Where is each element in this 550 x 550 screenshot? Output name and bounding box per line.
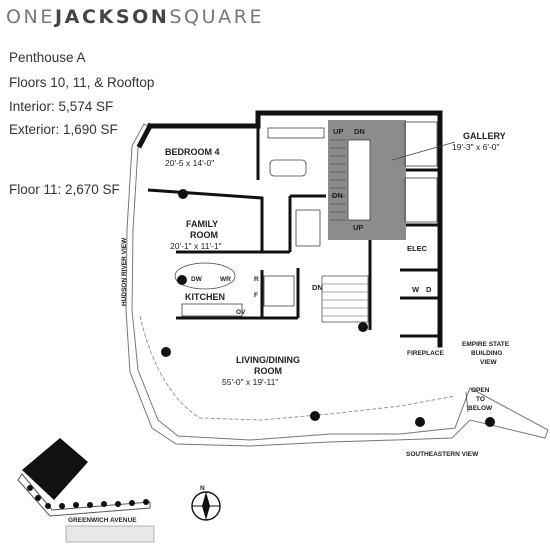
hudson-river-view-label: HUDSON RIVER VIEW bbox=[121, 237, 128, 306]
elec-label: ELEC bbox=[407, 244, 428, 253]
brand-part-square: SQUARE bbox=[169, 6, 265, 28]
vanity bbox=[267, 127, 325, 139]
open-to-below-label-3: BELOW bbox=[468, 405, 493, 412]
refrigerator-label: R bbox=[254, 276, 259, 283]
living-room-label-2: ROOM bbox=[254, 366, 282, 376]
open-to-below-label-1: OPEN bbox=[471, 387, 490, 394]
terrace-outline bbox=[125, 123, 549, 447]
column bbox=[358, 322, 368, 332]
stair-treads bbox=[330, 139, 346, 221]
bathtub bbox=[269, 159, 307, 177]
family-room-label-2: ROOM bbox=[190, 230, 218, 240]
stair-down-label: DN bbox=[354, 127, 365, 136]
kitchen-label: KITCHEN bbox=[185, 292, 225, 302]
brand-wordmark: ONEJACKSONSQUARE bbox=[6, 6, 264, 28]
unit-floors: Floors 10, 11, & Rooftop bbox=[9, 75, 155, 90]
bedroom-label: BEDROOM 4 bbox=[165, 147, 220, 157]
living-room-dims: 55'-0" x 19'-11" bbox=[222, 377, 278, 387]
open-to-below-label-2: TO bbox=[476, 396, 485, 403]
empire-view-label-3: VIEW bbox=[480, 359, 497, 366]
unit-exterior: Exterior: 1,690 SF bbox=[9, 122, 118, 137]
dishwasher-label: DW bbox=[191, 276, 203, 283]
gallery-panel-bottom bbox=[404, 177, 438, 223]
exterior-walls bbox=[136, 110, 443, 348]
gallery-leader bbox=[391, 141, 456, 161]
street-label: GREENWICH AVENUE bbox=[68, 517, 137, 524]
gallery-dims: 19'-3" x 6'-0" bbox=[452, 142, 500, 152]
dryer-label: D bbox=[426, 285, 432, 294]
unit-name: Penthouse A bbox=[9, 50, 86, 65]
living-stair bbox=[321, 275, 369, 323]
column bbox=[178, 189, 188, 199]
oven-label: OV bbox=[236, 309, 246, 316]
brand-part-jackson: JACKSON bbox=[54, 6, 170, 28]
kitchen-counter bbox=[181, 303, 243, 317]
north-label: N bbox=[200, 485, 205, 492]
fridge-unit bbox=[263, 275, 295, 307]
brand-part-one: ONE bbox=[6, 6, 55, 28]
stair-down-label-2: DN bbox=[332, 191, 343, 200]
kitchen-island bbox=[174, 262, 236, 290]
unit-interior: Interior: 5,574 SF bbox=[9, 99, 114, 114]
site-key-plan bbox=[17, 438, 155, 543]
column bbox=[177, 275, 187, 285]
columns bbox=[161, 189, 495, 427]
column bbox=[161, 347, 171, 357]
closet bbox=[295, 209, 321, 247]
gallery-label: GALLERY bbox=[463, 131, 506, 141]
window-wall bbox=[139, 315, 456, 421]
empire-view-label-1: EMPIRE STATE bbox=[462, 341, 510, 348]
column bbox=[485, 417, 495, 427]
wine-refrigerator-label: WR bbox=[220, 276, 231, 283]
washer-label: W bbox=[412, 285, 420, 294]
living-stair-treads bbox=[322, 283, 368, 317]
living-stair-down-label: DN bbox=[312, 283, 323, 292]
living-room-label-1: LIVING/DINING bbox=[236, 355, 300, 365]
empire-view-label-2: BUILDING bbox=[471, 350, 502, 357]
freezer-label: F bbox=[254, 292, 258, 299]
floor-area: Floor 11: 2,670 SF bbox=[9, 182, 120, 197]
bedroom-dims: 20'-5 x 14'-0" bbox=[165, 158, 214, 168]
column bbox=[310, 411, 320, 421]
stair-up-label-2: UP bbox=[353, 223, 363, 232]
fireplace-label: FIREPLACE bbox=[407, 350, 445, 357]
stair-opening bbox=[347, 139, 371, 221]
gallery-panel-top bbox=[404, 121, 438, 167]
open-to-below-arrow bbox=[465, 391, 469, 413]
column bbox=[415, 417, 425, 427]
stair-up-label: UP bbox=[333, 127, 343, 136]
family-room-dims: 20'-1" x 11'-1" bbox=[170, 241, 222, 251]
north-arrow-icon bbox=[191, 491, 221, 521]
southeastern-view-label: SOUTHEASTERN VIEW bbox=[406, 451, 479, 458]
family-room-label-1: FAMILY bbox=[186, 219, 218, 229]
